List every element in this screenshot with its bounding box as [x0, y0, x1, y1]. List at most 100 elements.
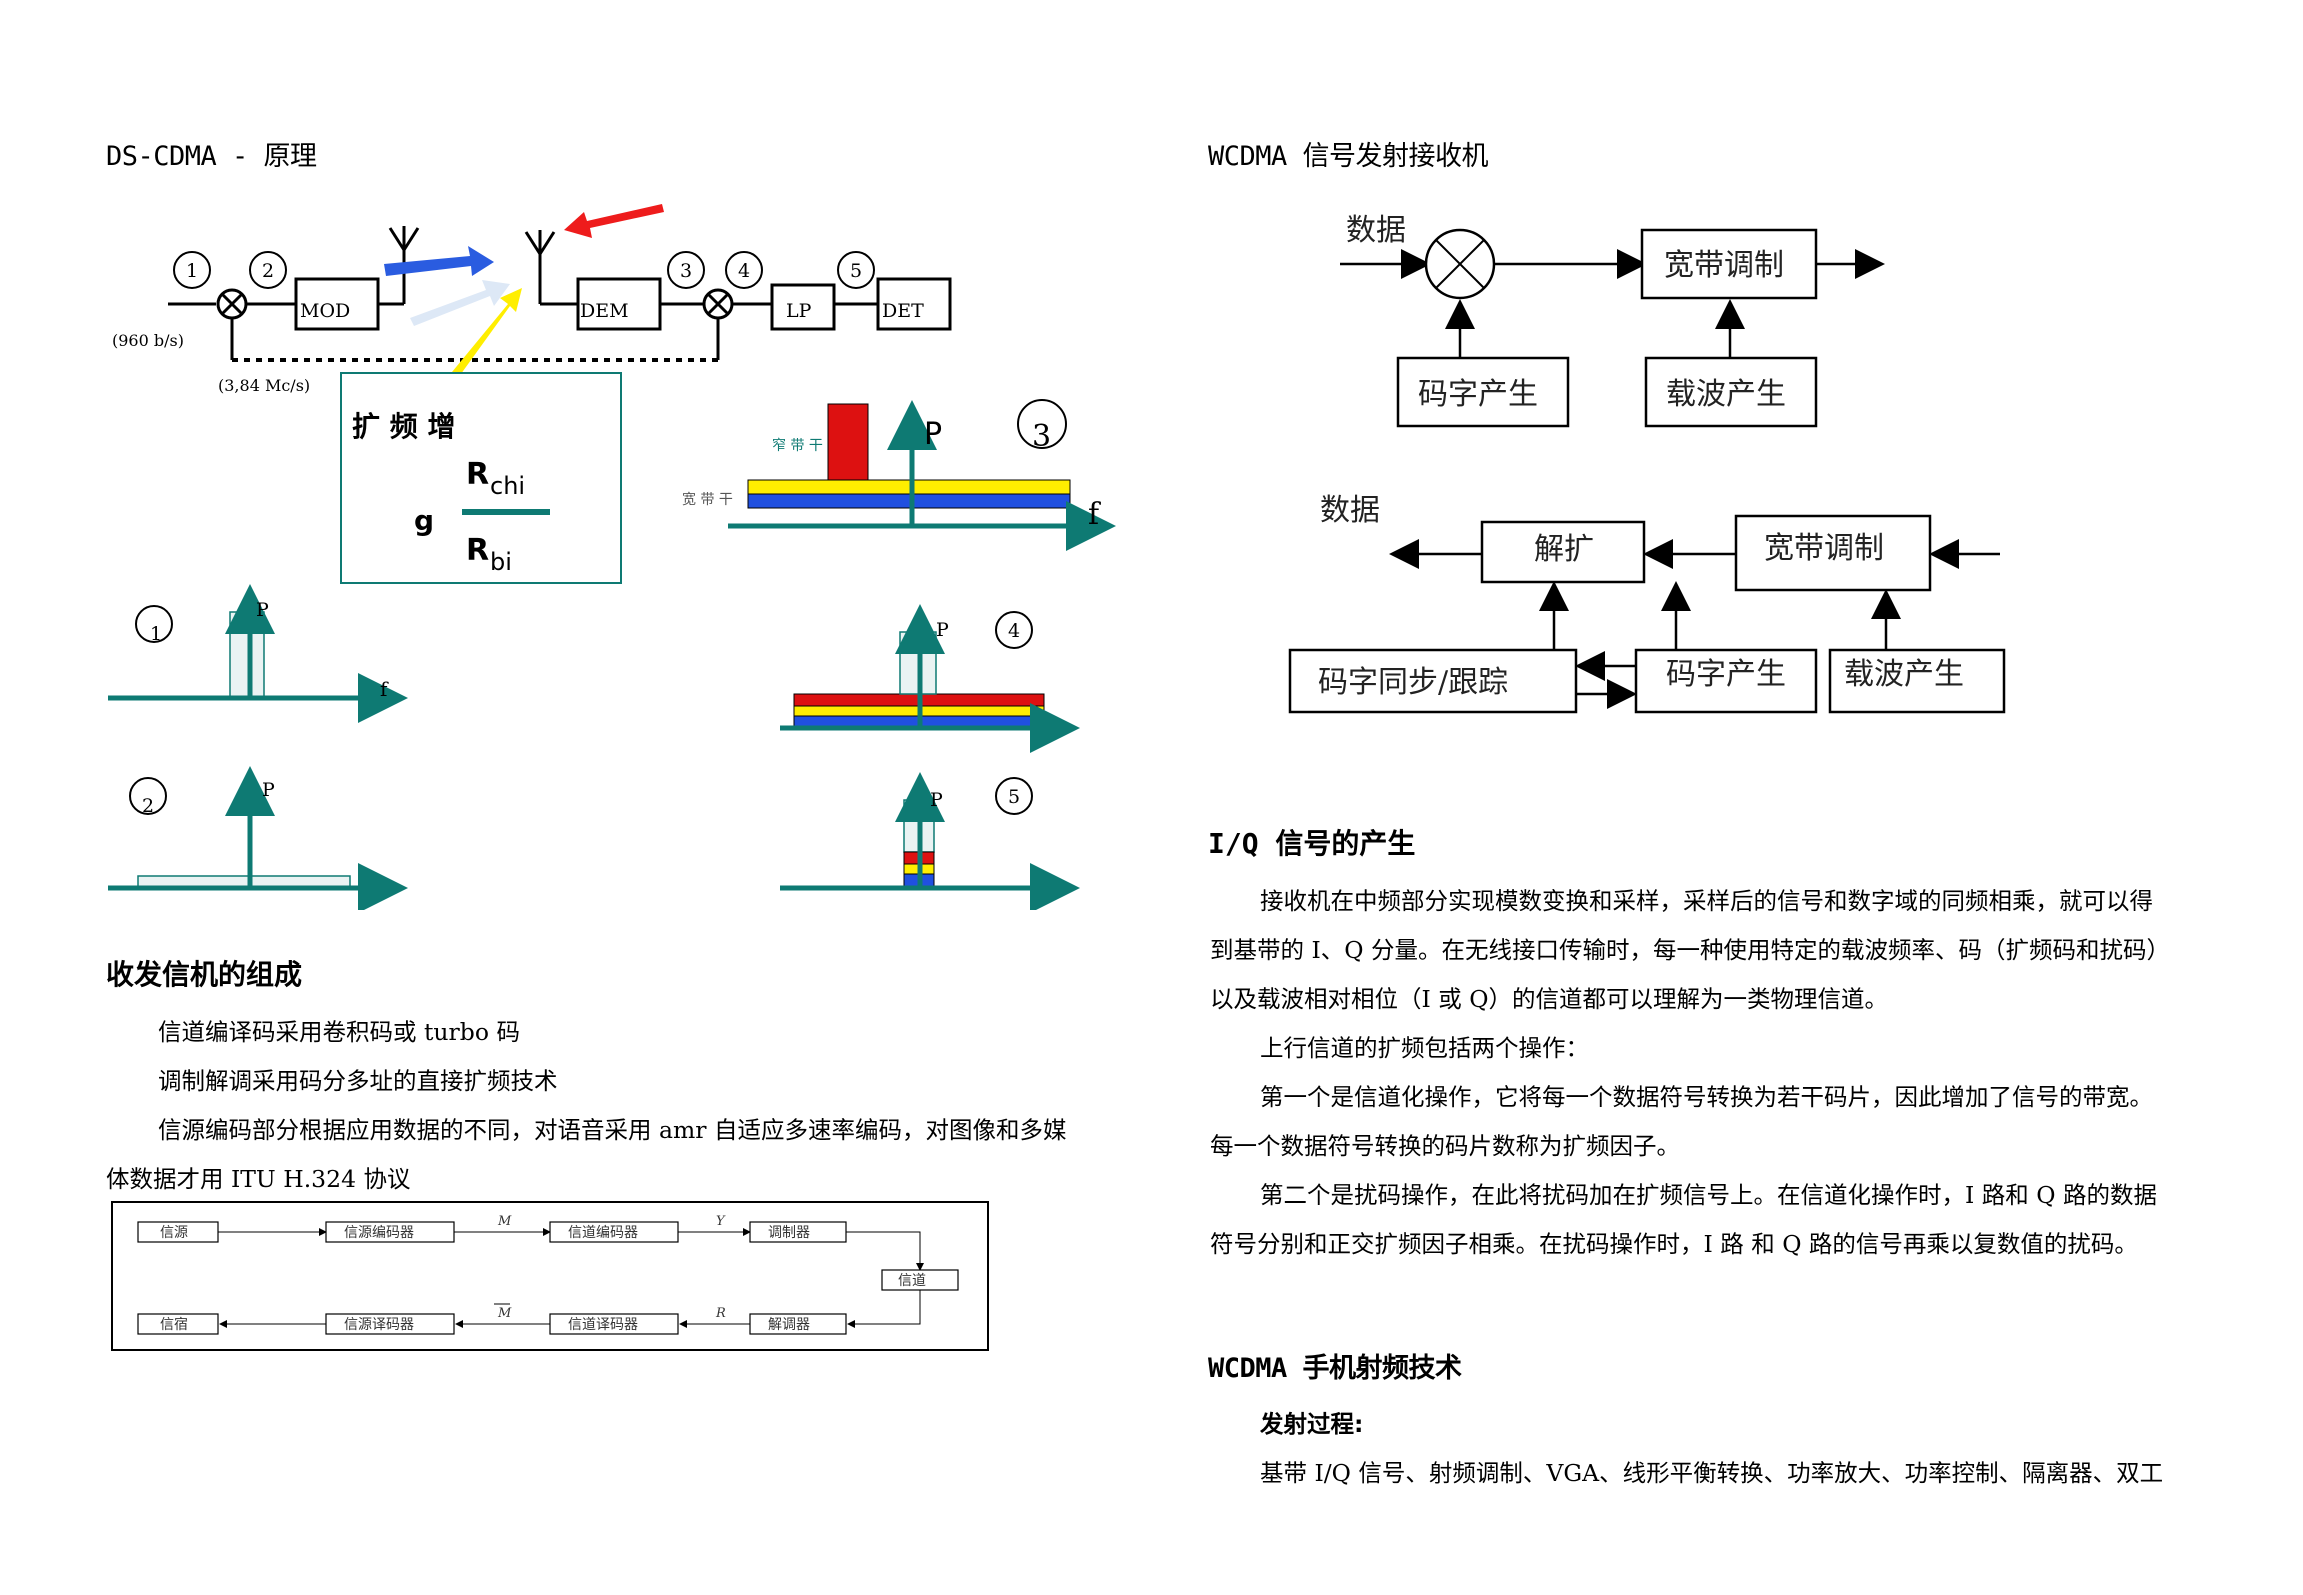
det-label: DET	[882, 300, 924, 322]
transceiver-line-1: 信道编译码采用卷积码或 turbo 码	[158, 1018, 520, 1046]
chain-demodulator: 解调器	[768, 1317, 810, 1333]
rx-carrier-gen-block	[1828, 648, 2006, 714]
iq-para-line-7: 第二个是扰码操作，在此将扰码加在扩频信号上。在信道化操作时，I 路和 Q 路的数…	[1260, 1181, 2157, 1209]
section-title-rf: WCDMA 手机射频技术	[1208, 1353, 1462, 1384]
rx-antenna-icon	[524, 230, 556, 304]
section-title-iq: I/Q 信号的产生	[1208, 827, 1416, 860]
lp-block	[770, 283, 836, 331]
spectrum3-wide-label: 宽 带 干	[682, 491, 733, 508]
lp-label: LP	[786, 300, 812, 322]
rate-bits: (960 b/s)	[112, 331, 184, 350]
spectrum3-narrow-label: 窄 带 干	[772, 437, 823, 454]
spectrum1-p-label: P	[256, 599, 269, 621]
spectrum-plot-1: 1 P f	[108, 584, 408, 723]
signal-arrow-blue-icon	[384, 246, 494, 276]
rx-data-label: 数据	[1320, 493, 1380, 528]
spectrum5-number: 5	[1008, 786, 1020, 808]
rf-line-1: 基带 I/Q 信号、射频调制、VGA、线形平衡转换、功率放大、功率控制、隔离器、…	[1260, 1459, 2164, 1487]
iq-para-line-8: 符号分别和正交扩频因子相乘。在扰码操作时，I 路 和 Q 路的信号再乘以复数值的…	[1210, 1230, 2138, 1258]
communication-chain-diagram: 信源 信源编码器 M 信道编码器 Y 调制器 信道 解调器 R 信道译码器 M …	[111, 1201, 989, 1351]
multiplier-icon-rx	[702, 288, 734, 320]
gain-title: 扩 频 增	[352, 410, 456, 443]
rx-despread-label: 解扩	[1534, 532, 1594, 567]
tx-code-gen-block	[1396, 356, 1570, 428]
processing-gain-box	[340, 372, 622, 584]
spectrum1-f-label: f	[380, 677, 389, 701]
tx-multiplier-icon	[1424, 228, 1496, 300]
tx-antenna-icon	[388, 226, 420, 270]
multiplier-icon-tx	[216, 288, 248, 320]
tx-code-gen-label: 码字产生	[1418, 377, 1538, 412]
iq-para-line-5: 第一个是信道化操作，它将每一个数据符号转换为若干码片，因此增加了信号的带宽。	[1260, 1083, 2153, 1111]
node-1	[173, 251, 211, 289]
dem-block	[576, 277, 662, 331]
spectrum4-number: 4	[1008, 620, 1020, 642]
tx-data-label: 数据	[1346, 213, 1406, 248]
chain-channel-encoder: 信道编码器	[568, 1225, 638, 1241]
chain-source-decoder: 信源译码器	[344, 1317, 414, 1333]
section-title-wcdma-transceiver: WCDMA 信号发射接收机	[1208, 141, 1489, 172]
spectrum5-p-label: P	[930, 789, 943, 811]
spectrum4-p-label: P	[936, 619, 949, 641]
chain-source-encoder: 信源编码器	[344, 1225, 414, 1241]
iq-para-line-6: 每一个数据符号转换的码片数称为扩频因子。	[1210, 1132, 1680, 1160]
node-3-label: 3	[680, 260, 692, 282]
chain-channel-decoder: 信道译码器	[568, 1317, 638, 1333]
node-4-label: 4	[738, 260, 750, 282]
chain-edge-r: R	[715, 1306, 726, 1321]
spectrum-plot-4: P 4	[780, 604, 1080, 753]
gain-numerator-r: R	[466, 457, 489, 492]
transceiver-line-2: 调制解调采用码分多址的直接扩频技术	[158, 1067, 558, 1095]
det-block	[876, 277, 952, 331]
spectrum3-number: 3	[1032, 419, 1051, 454]
node-2-label: 2	[262, 260, 274, 282]
rate-chips: (3,84 Mc/s)	[218, 376, 310, 395]
rf-subtitle: 发射过程:	[1260, 1410, 1364, 1438]
chain-channel: 信道	[898, 1273, 926, 1289]
rx-carrier-gen-label: 载波产生	[1844, 657, 1964, 692]
transceiver-line-3: 信源编码部分根据应用数据的不同，对语音采用 amr 自适应多速率编码，对图像和多…	[158, 1116, 1067, 1144]
section-title-transceiver: 收发信机的组成	[106, 958, 303, 991]
dem-label: DEM	[580, 300, 629, 322]
rx-code-gen-block	[1634, 648, 1818, 714]
iq-para-line-4: 上行信道的扩频包括两个操作：	[1260, 1034, 1589, 1062]
chain-edge-m-bottom: M	[497, 1306, 512, 1321]
chain-edge-y: Y	[716, 1214, 726, 1229]
chain-source: 信源	[160, 1225, 188, 1241]
gain-denominator-sub: bi	[490, 548, 512, 576]
rx-code-gen-label: 码字产生	[1666, 657, 1786, 692]
signal-arrow-faint-icon	[410, 280, 510, 326]
rx-despread-block	[1480, 520, 1646, 584]
rx-demod-block	[1734, 514, 1932, 592]
chain-edge-m-top: M	[497, 1214, 512, 1229]
spectrum-plot-2: 2 P	[108, 766, 408, 910]
wcdma-tx-rx-diagram: 数据 宽带调制 码字产生 载波产生 数据 解扩 宽带调制 码字同步/跟踪 码字产…	[1288, 213, 2006, 714]
tx-carrier-gen-block	[1644, 356, 1818, 428]
spectrum3-f-label: f	[1088, 497, 1101, 532]
spectrum-plot-3: 窄 带 干 宽 带 干 P f 3	[682, 399, 1116, 551]
tx-modulator-label: 宽带调制	[1664, 248, 1784, 283]
tx-modulator-block	[1640, 228, 1818, 300]
ds-cdma-principle-diagram: MOD 1 2 (960 b/s) (3,84 Mc/s) DEM	[108, 204, 1116, 910]
spectrum3-p-label: P	[924, 417, 942, 452]
interference-arrow-yellow-icon	[452, 288, 522, 378]
rx-sync-label: 码字同步/跟踪	[1318, 665, 1508, 700]
chain-sink: 信宿	[160, 1316, 188, 1333]
gain-denominator-r: R	[466, 533, 489, 568]
node-5	[837, 251, 875, 289]
spectrum1-number: 1	[150, 623, 162, 645]
spectrum2-number: 2	[142, 795, 154, 817]
iq-para-line-1: 接收机在中频部分实现模数变换和采样，采样后的信号和数字域的同频相乘，就可以得	[1260, 887, 2153, 915]
node-3	[667, 251, 705, 289]
node-5-label: 5	[850, 260, 862, 282]
rx-sync-block	[1288, 648, 1578, 714]
section-title-ds-cdma: DS-CDMA - 原理	[106, 141, 317, 172]
transceiver-line-4: 体数据才用 ITU H.324 协议	[106, 1165, 411, 1193]
node-2	[249, 251, 287, 289]
mod-label: MOD	[300, 300, 350, 322]
spectrum2-p-label: P	[262, 779, 275, 801]
gain-g: g	[414, 504, 434, 537]
node-4	[725, 251, 763, 289]
iq-para-line-2: 到基带的 I、Q 分量。在无线接口传输时，每一种使用特定的载波频率、码（扩频码和…	[1210, 936, 2170, 964]
rx-demod-label: 宽带调制	[1764, 531, 1884, 566]
